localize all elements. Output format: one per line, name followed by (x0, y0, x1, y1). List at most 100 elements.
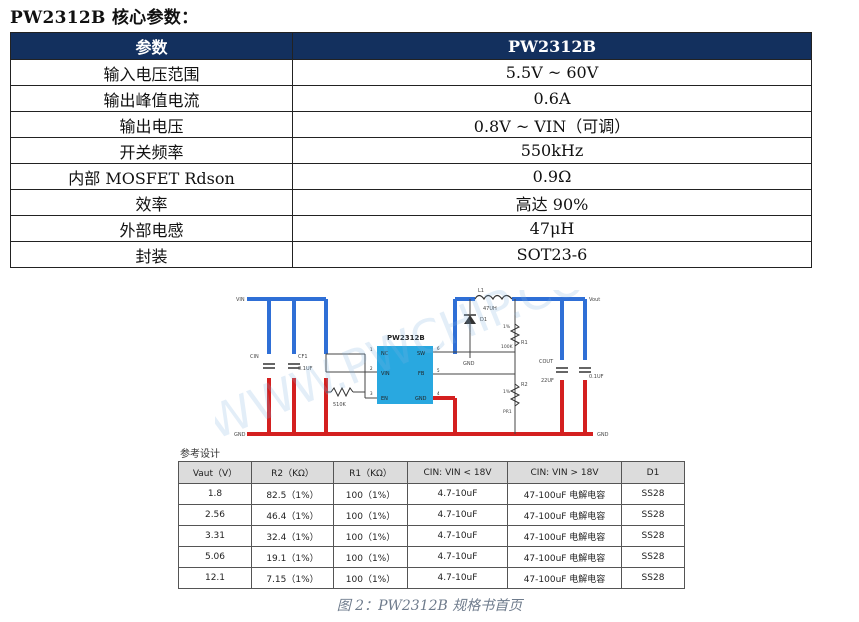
cout-capacitor (556, 367, 568, 373)
chip-pin-number: 2 (370, 366, 373, 371)
vout-label: Vout (589, 297, 600, 303)
figure-caption: 图 2：PW2312B 规格书首页 (336, 598, 523, 614)
params-header-model: PW2312B (292, 32, 812, 60)
param-name: 内部 MOSFET Rdson (10, 163, 293, 190)
cf1-label: CF1 (298, 354, 308, 360)
param-value: SOT23-6 (292, 241, 812, 268)
chip-pin-number: 1 (370, 347, 373, 352)
l1-label: L1 (478, 288, 484, 294)
r1-code: 100K (501, 344, 514, 350)
ref-cell: 4.7-10uF (407, 567, 508, 589)
l1-value: 47UH (483, 306, 497, 312)
param-value: 高达 90% (292, 189, 812, 216)
r2-tolerance: 1% (503, 389, 511, 395)
r2-label: R2 (521, 382, 528, 388)
cf1-value: 0.1UF (298, 366, 313, 372)
ref-cell: SS28 (621, 525, 685, 547)
cf2-capacitor (579, 367, 591, 373)
gnd-label: GND (234, 432, 246, 438)
ref-cell: SS28 (621, 567, 685, 589)
ref-cell: 100（1%） (333, 525, 408, 547)
gnd-label: GND (597, 432, 609, 438)
en-resistor-value: 510K (333, 402, 347, 408)
r2-code: PR1 (503, 409, 512, 415)
param-name: 外部电感 (10, 215, 293, 242)
table-row: 12.1 7.15（1%） 100（1%） 4.7-10uF 47-100uF … (178, 567, 685, 589)
pw2312b-chip (377, 346, 433, 404)
en-resistor (330, 386, 354, 398)
cf2-value: 0.1UF (589, 374, 604, 380)
ref-cell: 47-100uF 电解电容 (507, 504, 622, 526)
ref-cell: 47-100uF 电解电容 (507, 483, 622, 505)
ref-cell: 32.4（1%） (251, 525, 334, 547)
chip-name: PW2312B (387, 334, 425, 342)
table-row: 5.06 19.1（1%） 100（1%） 4.7-10uF 47-100uF … (178, 546, 685, 568)
params-header-param: 参数 (10, 32, 293, 60)
chip-pin-label: VIN (381, 371, 390, 377)
chip-pin-number: 6 (437, 346, 440, 351)
param-name: 开关频率 (10, 137, 293, 164)
ref-cell: 100（1%） (333, 483, 408, 505)
r1-tolerance: 1% (503, 324, 511, 330)
ref-header: D1 (621, 461, 685, 484)
signal-wires (325, 299, 516, 434)
param-name: 效率 (10, 189, 293, 216)
chip-pin-label: SW (417, 351, 425, 357)
ref-cell: 2.56 (178, 504, 252, 526)
table-row: 1.8 82.5（1%） 100（1%） 4.7-10uF 47-100uF 电… (178, 483, 685, 505)
chip-pin-label: FB (418, 371, 425, 377)
ref-header: CIN: VIN < 18V (407, 461, 508, 484)
ref-cell: SS28 (621, 546, 685, 568)
vin-rail (247, 297, 587, 360)
ref-cell: 47-100uF 电解电容 (507, 525, 622, 547)
param-value: 47μH (292, 215, 812, 242)
table-row: 3.31 32.4（1%） 100（1%） 4.7-10uF 47-100uF … (178, 525, 685, 547)
table-row: 效率高达 90% (10, 189, 812, 216)
ref-design-label: 参考设计 (180, 449, 220, 460)
chip-pin-number: 5 (437, 368, 440, 373)
ref-cell: 100（1%） (333, 546, 408, 568)
param-value: 0.9Ω (292, 163, 812, 190)
params-header-row: 参数 PW2312B (10, 32, 812, 60)
cf1-capacitor (288, 363, 300, 369)
param-value: 0.6A (292, 85, 812, 112)
ref-cell: 4.7-10uF (407, 546, 508, 568)
chip-pin-number: 4 (437, 391, 440, 396)
ref-cell: 19.1（1%） (251, 546, 334, 568)
param-name: 输入电压范围 (10, 59, 293, 86)
ref-header: CIN: VIN > 18V (507, 461, 622, 484)
d1-diode (464, 314, 476, 332)
ref-header-row: Vaut（V） R2（KΩ） R1（KΩ） CIN: VIN < 18V CIN… (178, 461, 685, 484)
ref-cell: 100（1%） (333, 567, 408, 589)
ref-header: Vaut（V） (178, 461, 252, 484)
r1-label: R1 (521, 340, 528, 346)
ref-cell: SS28 (621, 504, 685, 526)
chip-pin-label: NC (381, 351, 389, 357)
param-name: 输出电压 (10, 111, 293, 138)
table-row: 2.56 46.4（1%） 100（1%） 4.7-10uF 47-100uF … (178, 504, 685, 526)
d1-label: D1 (480, 317, 487, 323)
chip-pin-label: GND (415, 396, 427, 402)
ref-design-table: Vaut（V） R2（KΩ） R1（KΩ） CIN: VIN < 18V CIN… (178, 461, 685, 589)
ref-cell: SS28 (621, 483, 685, 505)
ref-cell: 47-100uF 电解电容 (507, 567, 622, 589)
l1-inductor (474, 294, 513, 301)
cin-capacitor (263, 363, 275, 369)
ref-cell: 46.4（1%） (251, 504, 334, 526)
circuit-schematic: PW2312B NC VIN EN SW FB GND 1 2 3 6 5 4 … (234, 288, 609, 438)
ref-cell: 4.7-10uF (407, 483, 508, 505)
ref-header: R2（KΩ） (251, 461, 334, 484)
ref-cell: 3.31 (178, 525, 252, 547)
vin-label: VIN (236, 297, 245, 303)
ref-cell: 47-100uF 电解电容 (507, 546, 622, 568)
ref-cell: 12.1 (178, 567, 252, 589)
ref-cell: 5.06 (178, 546, 252, 568)
ref-cell: 1.8 (178, 483, 252, 505)
